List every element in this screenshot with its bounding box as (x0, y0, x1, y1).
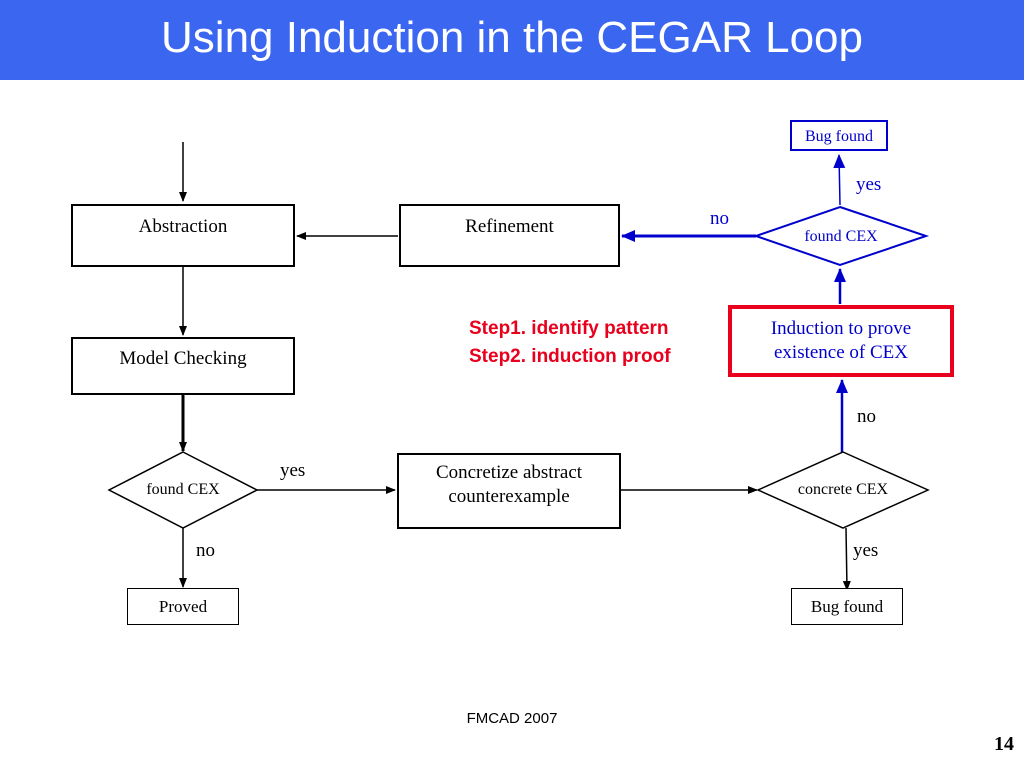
slide-title: Using Induction in the CEGAR Loop (161, 13, 863, 62)
title-bar: Using Induction in the CEGAR Loop (0, 0, 1024, 80)
proved-box: Proved (127, 588, 239, 625)
concretize-label: Concretize abstract counterexample (435, 462, 583, 507)
concretize-box: Concretize abstract counterexample (397, 453, 621, 529)
refinement-label: Refinement (465, 216, 554, 237)
bug-found-bottom-label: Bug found (810, 597, 884, 616)
decision-concrete-cex-shape (756, 451, 930, 529)
proved-label: Proved (158, 597, 208, 616)
abstraction-label: Abstraction (138, 216, 228, 237)
decision-found-cex-left-shape (107, 451, 259, 529)
edge-label-yes-bug-top: yes (856, 174, 882, 195)
footer-text: FMCAD 2007 (466, 710, 558, 727)
edge-label-no-proved: no (196, 540, 215, 561)
abstraction-box: Abstraction (71, 204, 295, 267)
step2-text: Step2. induction proof (469, 346, 671, 367)
bug-found-bottom-box: Bug found (791, 588, 903, 625)
concrete-cex-label: concrete CEX (797, 481, 889, 498)
decision-found-cex-right-shape (752, 205, 930, 267)
model-checking-label: Model Checking (119, 348, 247, 369)
model-checking-box: Model Checking (71, 337, 295, 395)
found-cex-left-label: found CEX (146, 481, 220, 498)
edge-label-no-refine: no (710, 208, 729, 229)
edge-foundcex-bugfound (833, 154, 846, 206)
bug-found-top-label: Bug found (805, 128, 873, 145)
induction-box: Induction to prove existence of CEX (728, 305, 954, 377)
edge-label-no-induction: no (857, 406, 876, 427)
page-number: 14 (994, 733, 1014, 755)
step1-text: Step1. identify pattern (469, 318, 669, 339)
induction-label: Induction to prove existence of CEX (770, 318, 912, 363)
bug-found-top-box: Bug found (790, 120, 888, 151)
found-cex-right-label: found CEX (804, 228, 878, 245)
edge-label-yes-bug-bottom: yes (853, 540, 879, 561)
steps-annotation: Step1. identify pattern Step2. induction… (469, 315, 671, 371)
edge-concretecex-bugfound (842, 527, 851, 591)
edge-label-yes-concretize: yes (280, 460, 306, 481)
refinement-box: Refinement (399, 204, 620, 267)
